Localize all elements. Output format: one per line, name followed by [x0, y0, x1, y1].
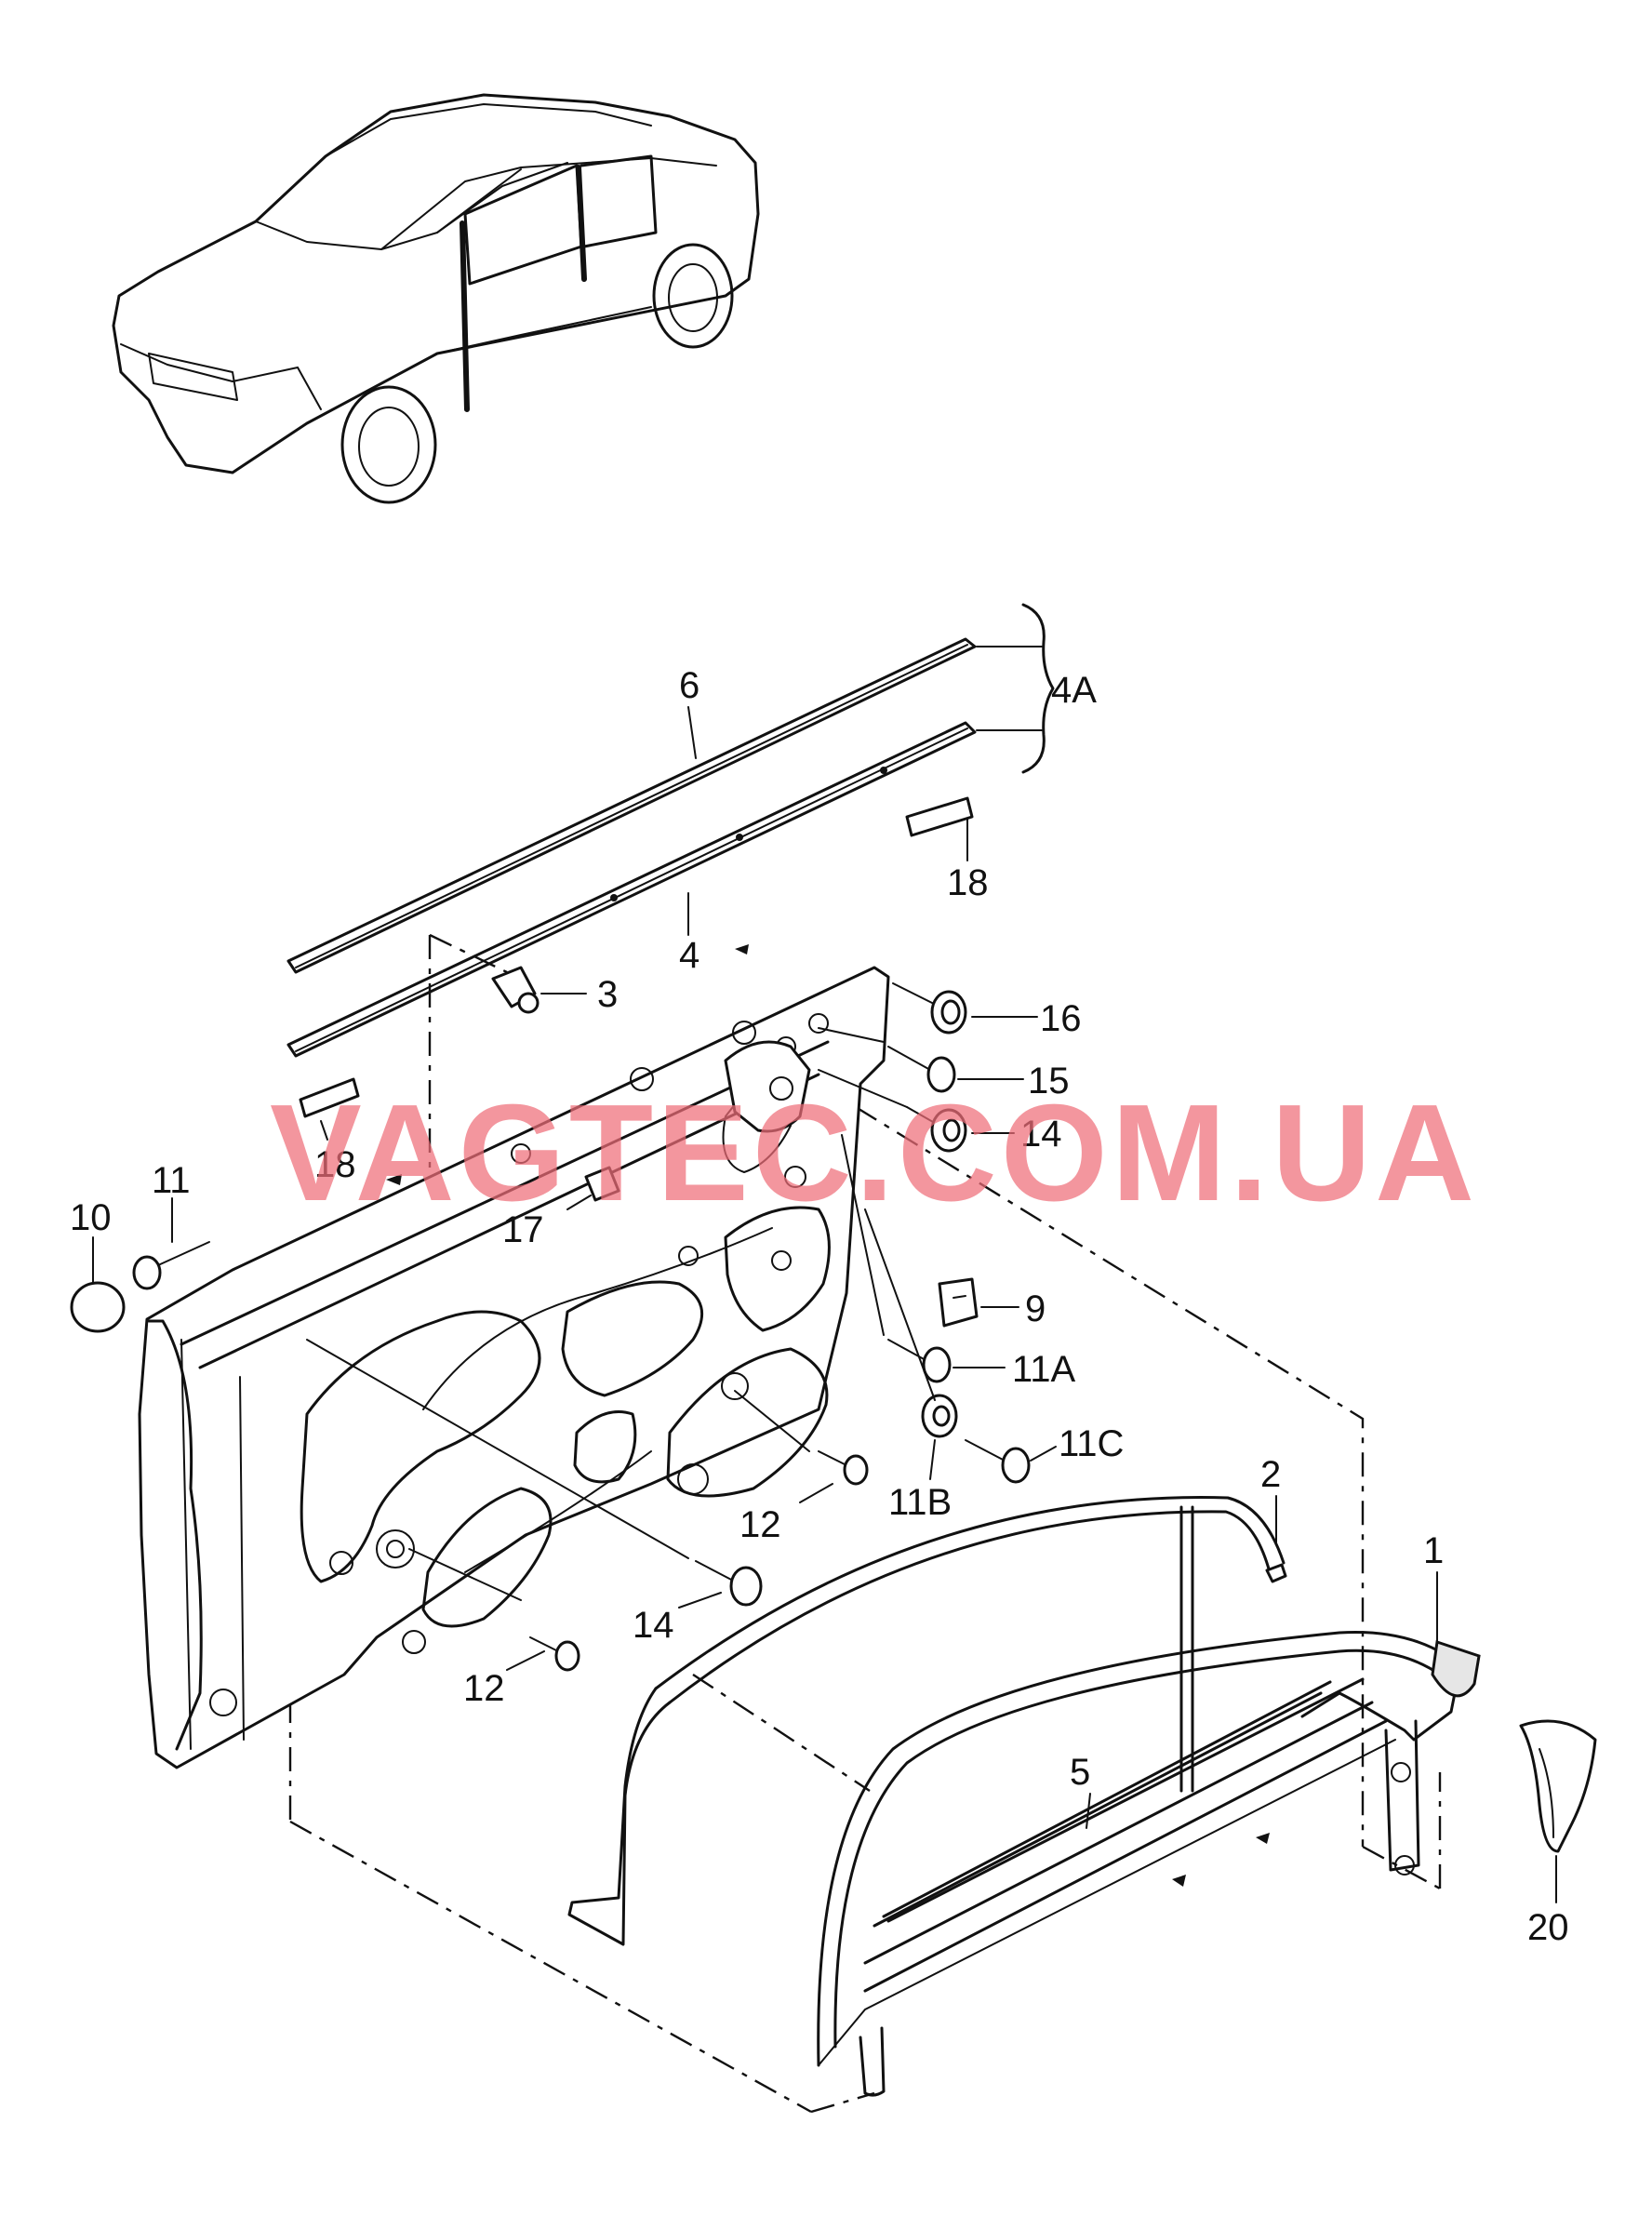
- label-17: 17: [502, 1209, 544, 1250]
- bracket-9: [938, 1277, 979, 1328]
- screw-11C: [965, 1439, 1031, 1484]
- bolt-14-lower: [695, 1560, 763, 1607]
- label-4A: 4A: [1051, 670, 1097, 711]
- label-11: 11: [152, 1160, 191, 1201]
- label-11C: 11C: [1059, 1423, 1124, 1464]
- cap-10: [70, 1281, 126, 1333]
- label-9: 9: [1025, 1288, 1046, 1329]
- bolt-16: [892, 982, 967, 1035]
- label-14-lower: 14: [633, 1605, 674, 1646]
- label-10: 10: [70, 1197, 112, 1238]
- label-3: 3: [597, 974, 618, 1015]
- watermark-text: VAGTEC.COM.UA: [270, 1076, 1478, 1230]
- label-11A: 11A: [1012, 1349, 1076, 1390]
- door-shell: [138, 944, 890, 1769]
- screw-12-upper: [818, 1450, 869, 1486]
- label-12-upper: 12: [739, 1504, 781, 1545]
- bolt-14-upper: [906, 1106, 967, 1153]
- screw-12-lower: [529, 1636, 580, 1672]
- label-20: 20: [1527, 1907, 1569, 1948]
- adhesive-pad-18-left: [299, 1077, 360, 1118]
- label-14-upper: 14: [1020, 1114, 1062, 1155]
- alignment-lines: [306, 1027, 936, 1601]
- label-1: 1: [1423, 1530, 1444, 1571]
- nut-11B: [921, 1394, 958, 1438]
- label-4: 4: [679, 935, 699, 976]
- leader-lines: [92, 706, 1557, 1903]
- window-channel-2: [654, 1496, 1287, 1793]
- label-18-right: 18: [947, 862, 989, 903]
- screw-11: [132, 1241, 210, 1290]
- glass-guide-5: [886, 1677, 1365, 1923]
- label-18-left: 18: [314, 1144, 356, 1185]
- label-16: 16: [1040, 998, 1082, 1039]
- label-12-lower: 12: [463, 1668, 505, 1709]
- trim-cap-20: [1519, 1719, 1597, 1853]
- label-2: 2: [1260, 1454, 1281, 1495]
- label-5: 5: [1070, 1752, 1090, 1793]
- adhesive-pad-18-right: [905, 796, 974, 837]
- moulding-lower-4: [286, 721, 977, 1058]
- bracket-4A: [976, 603, 1055, 774]
- label-15: 15: [1028, 1061, 1070, 1101]
- label-11B: 11B: [888, 1482, 952, 1523]
- window-frame-1: [567, 1630, 1481, 2097]
- car-overview-illustration: [112, 93, 760, 504]
- label-6: 6: [679, 665, 699, 706]
- callout-labels: 6 4A 18 4 3 16 15 14 18 17 11 10 9 11A 1…: [70, 665, 1569, 1948]
- screw-11A: [887, 1339, 952, 1383]
- clip-3: [491, 966, 540, 1014]
- screw-15: [887, 1046, 956, 1093]
- bushing-17: [584, 1166, 620, 1202]
- moulding-upper-6: [286, 637, 977, 974]
